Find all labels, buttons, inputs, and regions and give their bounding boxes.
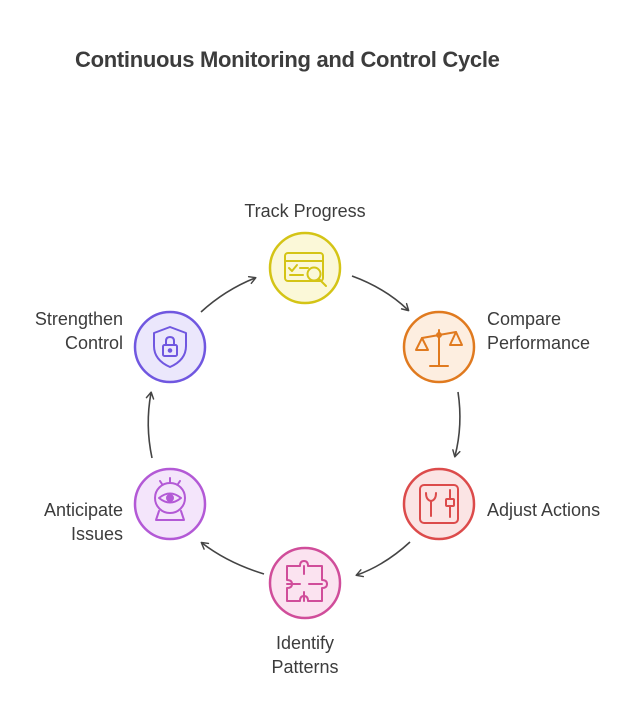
diagram-title: Continuous Monitoring and Control Cycle (75, 47, 500, 72)
step-strengthen-control (133, 310, 207, 384)
step-compare-performance (402, 310, 476, 384)
step-track-progress (268, 231, 342, 305)
step-circle (133, 467, 207, 541)
label-line: Adjust Actions (487, 500, 601, 520)
arrow-compare-to-adjust (452, 391, 461, 458)
label-anticipate-issues: Anticipate Issues (0, 498, 123, 546)
label-line: Issues (70, 524, 123, 544)
step-circle (133, 310, 207, 384)
step-anticipate-issues (133, 467, 207, 541)
tools-panel-icon (419, 484, 459, 524)
arrow-strengthen-to-track (200, 275, 257, 313)
checklist-search-icon (284, 252, 327, 287)
label-line: Identify (275, 633, 335, 653)
label-line: Track Progress (244, 201, 366, 221)
label-compare-performance: Compare Performance (487, 307, 590, 355)
label-line: Anticipate (43, 500, 123, 520)
crystal-ball-eye-icon (154, 477, 186, 521)
puzzle-icon (286, 560, 328, 602)
step-adjust-actions (402, 467, 476, 541)
label-identify-patterns: Identify Patterns (215, 631, 395, 679)
shield-lock-icon (153, 326, 187, 368)
arrow-track-to-compare (351, 275, 410, 312)
balance-scale-icon (415, 329, 463, 367)
label-adjust-actions: Adjust Actions (487, 498, 600, 522)
arrow-identify-to-anticipate (200, 541, 265, 575)
step-identify-patterns (268, 546, 342, 620)
arrow-anticipate-to-strengthen (145, 391, 155, 459)
step-circle (268, 546, 342, 620)
label-line: Control (64, 333, 123, 353)
label-strengthen-control: Strengthen Control (0, 307, 123, 355)
label-track-progress: Track Progress (215, 199, 395, 223)
label-line: Strengthen (34, 309, 123, 329)
label-line: Patterns (271, 657, 339, 677)
step-circle (402, 467, 476, 541)
label-line: Compare (487, 309, 562, 329)
label-line: Performance (487, 333, 591, 353)
arrow-adjust-to-identify (355, 541, 411, 578)
